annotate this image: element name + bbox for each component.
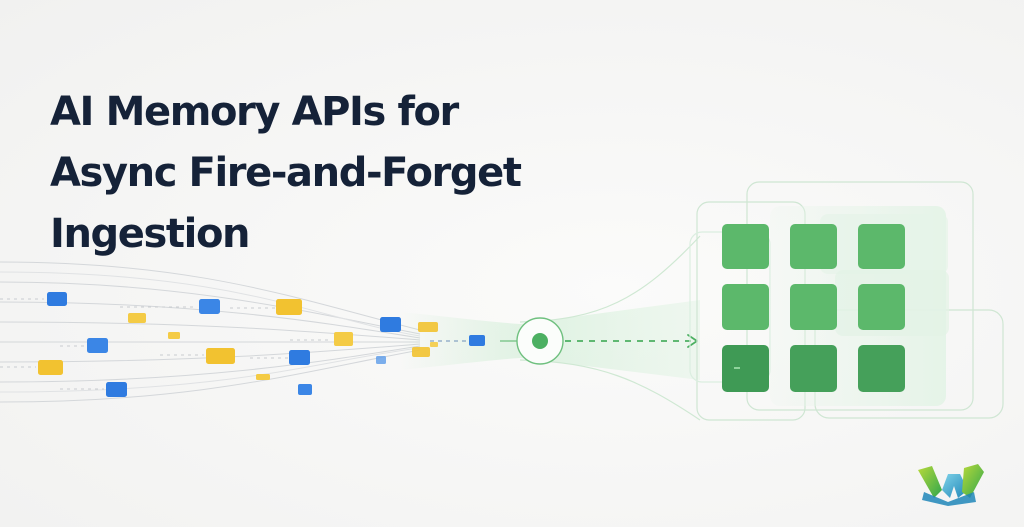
packet-blue bbox=[106, 382, 127, 397]
packet-trails bbox=[0, 298, 330, 390]
packet-yellow bbox=[256, 374, 270, 380]
title-line-2: Async Fire-and-Forget bbox=[50, 150, 522, 196]
memory-block bbox=[722, 345, 769, 392]
packet-blue bbox=[199, 299, 220, 314]
memory-block bbox=[858, 224, 905, 269]
title-line-3: Ingestion bbox=[50, 211, 251, 257]
packet-blue bbox=[298, 384, 312, 395]
packet-yellow bbox=[276, 299, 302, 315]
packet-yellow bbox=[418, 322, 438, 332]
packet-yellow bbox=[128, 313, 146, 323]
packet-yellow bbox=[412, 347, 430, 357]
memory-block bbox=[858, 345, 905, 392]
memory-block bbox=[790, 224, 837, 269]
packet-blue bbox=[376, 356, 386, 364]
memory-block bbox=[790, 345, 837, 392]
packet-yellow bbox=[206, 348, 235, 364]
page-title: AI Memory APIs for Async Fire-and-Forget… bbox=[50, 82, 610, 265]
packet-blue bbox=[87, 338, 108, 353]
packet-yellow bbox=[430, 342, 438, 347]
packet-blue bbox=[47, 292, 67, 306]
packet-yellow bbox=[168, 332, 180, 339]
memory-block bbox=[790, 284, 837, 330]
target-node-icon bbox=[500, 317, 564, 365]
packet-yellow bbox=[334, 332, 353, 346]
memory-block bbox=[858, 284, 905, 330]
packet-blue bbox=[380, 317, 401, 332]
packet-blue bbox=[289, 350, 310, 365]
data-packets bbox=[38, 292, 485, 397]
memory-block bbox=[722, 224, 769, 269]
title-line-1: AI Memory APIs for bbox=[50, 89, 459, 135]
flow-lines bbox=[0, 261, 421, 403]
memory-block-grid bbox=[722, 224, 905, 392]
packet-blue bbox=[469, 335, 485, 346]
w-logo-icon bbox=[918, 464, 984, 506]
memory-block bbox=[722, 284, 769, 330]
packet-yellow bbox=[38, 360, 63, 375]
